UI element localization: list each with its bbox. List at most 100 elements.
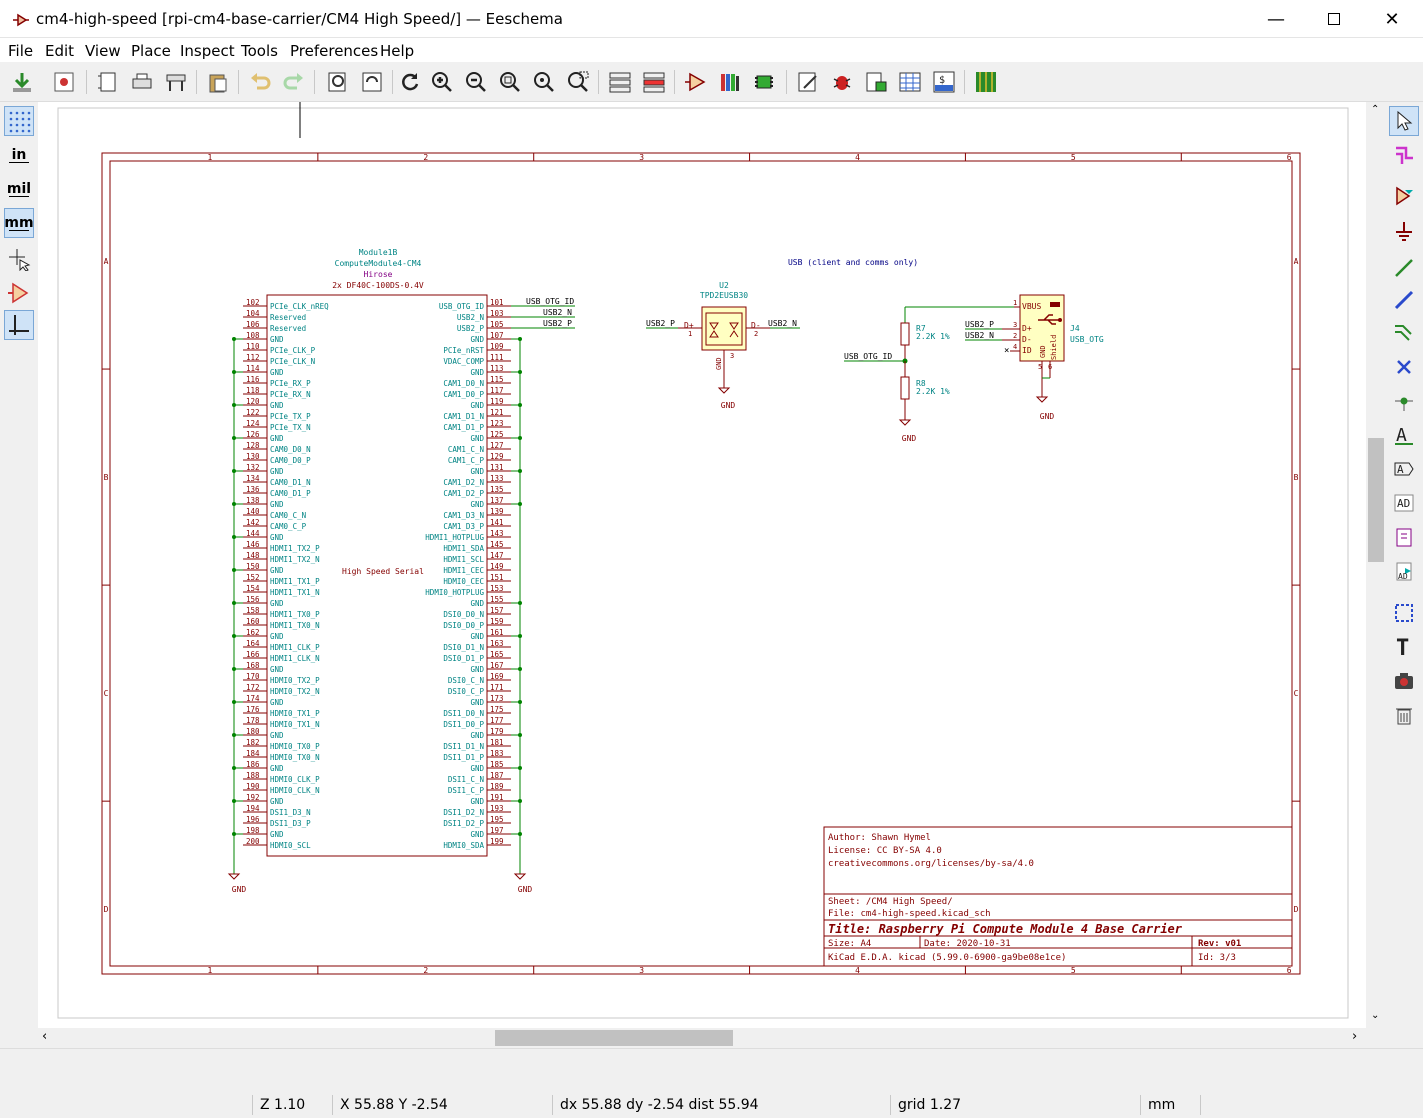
page-settings-button[interactable]	[94, 68, 122, 96]
save-button[interactable]	[8, 68, 36, 96]
add-bus-button[interactable]	[1389, 284, 1419, 314]
add-wire-button[interactable]	[1389, 252, 1419, 282]
erc-button[interactable]	[828, 68, 856, 96]
add-graphic-lines-button[interactable]	[1389, 598, 1419, 628]
module-pin-name: USB_OTG_ID	[439, 302, 485, 311]
vertical-scroll-thumb[interactable]	[1368, 438, 1384, 562]
minimize-button[interactable]: —	[1247, 0, 1305, 38]
netlist-button[interactable]	[862, 68, 890, 96]
module-pin-name: GND	[470, 434, 484, 443]
footprint-icon	[755, 75, 773, 89]
horizontal-scroll-thumb[interactable]	[495, 1030, 733, 1046]
hidden-pins-button[interactable]	[4, 278, 34, 308]
module-pin-number: 179	[490, 727, 504, 736]
add-junction-button[interactable]	[1389, 386, 1419, 416]
vertical-scrollbar[interactable]: ⌃ ⌄	[1366, 102, 1386, 1028]
r8-resistor[interactable]: R8 2.2K 1% GND	[898, 361, 950, 443]
symbol-fields-table-button[interactable]	[896, 68, 924, 96]
zoom-in-button[interactable]	[428, 68, 456, 96]
menu-inspect[interactable]: Inspect	[180, 42, 235, 60]
u2-gnd-label: GND	[721, 401, 736, 410]
line-mode-button[interactable]	[4, 310, 34, 340]
no-connect-button[interactable]	[1389, 352, 1419, 382]
scroll-up-icon[interactable]: ⌃	[1371, 104, 1380, 115]
zoom-area-button[interactable]	[564, 68, 592, 96]
module-pin-number: 131	[490, 463, 504, 472]
module-pin-name: GND	[270, 566, 284, 575]
module-pin-number: 149	[490, 562, 504, 571]
tb-size: Size: A4	[828, 939, 871, 949]
module-pin-number: 145	[490, 540, 504, 549]
leave-sheet-button[interactable]	[640, 68, 668, 96]
close-button[interactable]: ✕	[1363, 0, 1421, 38]
import-sheet-pin-button[interactable]: AD	[1389, 556, 1419, 586]
plot-button[interactable]	[162, 68, 190, 96]
redo-button[interactable]	[280, 68, 308, 96]
zoom-out-button[interactable]	[462, 68, 490, 96]
units-mm-button[interactable]: mm	[4, 208, 34, 238]
footprint-assignment-button[interactable]	[750, 68, 778, 96]
module-pin-number: 118	[246, 386, 260, 395]
zoom-fit-button[interactable]	[496, 68, 524, 96]
j4-gnd-label: GND	[1040, 412, 1055, 421]
menu-view[interactable]: View	[85, 42, 121, 60]
symbol-library-browser-button[interactable]	[716, 68, 744, 96]
horizontal-scrollbar[interactable]: ‹ ›	[38, 1028, 1366, 1048]
module-pin-number: 147	[490, 551, 504, 560]
bom-icon: $	[933, 71, 955, 93]
highlight-net-button[interactable]	[1389, 140, 1419, 170]
find-button[interactable]	[324, 68, 352, 96]
r7-ref: R7	[916, 324, 926, 333]
grid-toggle-button[interactable]	[4, 106, 34, 136]
j4-usb-connector[interactable]: J4 USB_OTG VBUS D+ D- ID GND Shield 1 3 …	[965, 294, 1104, 421]
bom-button[interactable]: $	[930, 68, 958, 96]
module-pin-name: GND	[270, 797, 284, 806]
net-usb2-n: USB2_N	[543, 308, 572, 317]
add-bus-entry-button[interactable]	[1389, 316, 1419, 346]
maximize-button[interactable]	[1305, 0, 1363, 38]
redraw-button[interactable]	[396, 68, 424, 96]
menu-help[interactable]: Help	[380, 42, 415, 60]
scroll-right-icon[interactable]: ›	[1352, 1029, 1358, 1044]
menu-file[interactable]: File	[8, 42, 34, 60]
add-image-button[interactable]	[1389, 666, 1419, 696]
add-hierarchical-label-button[interactable]: AD	[1389, 488, 1419, 518]
paste-button[interactable]	[204, 68, 232, 96]
add-sheet-button[interactable]	[1389, 522, 1419, 552]
print-button[interactable]	[128, 68, 156, 96]
find-replace-button[interactable]	[358, 68, 386, 96]
u2-symbol[interactable]: U2 TPD2EUSB30 D+ D- 1 2 GND 3 GND USB2_P…	[646, 281, 800, 410]
r7-resistor[interactable]: R7 2.2K 1%	[900, 306, 1014, 361]
module1b-symbol[interactable]: Module1B ComputeModule4-CM4 Hirose 2x DF…	[232, 248, 522, 857]
pcb-editor-button[interactable]	[972, 68, 1000, 96]
menu-place[interactable]: Place	[131, 42, 171, 60]
printer-icon	[132, 73, 152, 89]
scroll-down-icon[interactable]: ⌄	[1371, 1010, 1380, 1021]
symbol-editor-icon	[685, 72, 706, 92]
cursor-crosshair-button[interactable]	[4, 244, 34, 274]
add-global-label-button[interactable]: A	[1389, 454, 1419, 484]
units-mils-button[interactable]: mil	[6, 180, 32, 197]
symbol-editor-button[interactable]	[682, 68, 710, 96]
menu-tools[interactable]: Tools	[241, 42, 278, 60]
menu-preferences[interactable]: Preferences	[290, 42, 379, 60]
add-symbol-button[interactable]	[1389, 180, 1419, 210]
schematic-setup-button[interactable]	[50, 68, 78, 96]
add-text-button[interactable]: T	[1389, 632, 1419, 662]
add-power-button[interactable]	[1389, 216, 1419, 246]
hierarchy-navigator-button[interactable]	[606, 68, 634, 96]
add-label-button[interactable]: A	[1389, 420, 1419, 450]
text-icon: T	[1396, 636, 1409, 658]
annotate-button[interactable]	[794, 68, 822, 96]
u2-value: TPD2EUSB30	[700, 291, 748, 300]
undo-button[interactable]	[246, 68, 274, 96]
menu-edit[interactable]: Edit	[45, 42, 75, 60]
module-pin-number: 125	[490, 430, 504, 439]
scroll-left-icon[interactable]: ‹	[42, 1029, 48, 1044]
delete-tool-button[interactable]	[1389, 700, 1419, 730]
select-tool-button[interactable]	[1389, 106, 1419, 136]
units-inches-button[interactable]: in	[4, 140, 34, 170]
zoom-objects-button[interactable]	[530, 68, 558, 96]
